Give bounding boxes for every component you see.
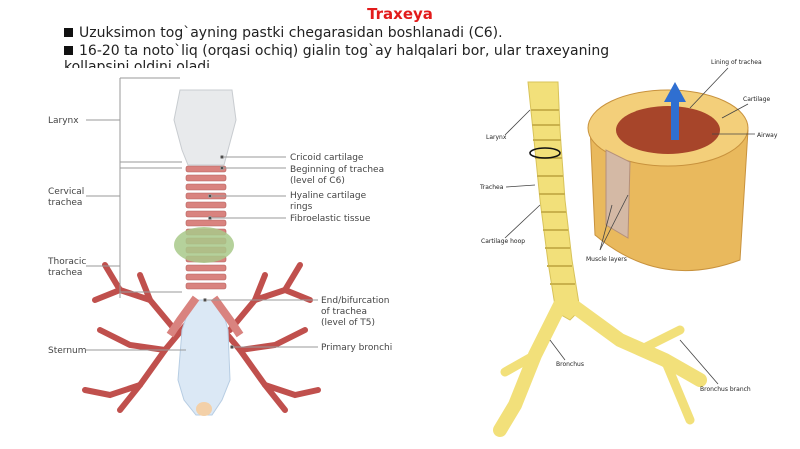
left-bracket xyxy=(86,77,186,351)
larynx-shape xyxy=(173,89,237,166)
label-cartilage: Cartilage xyxy=(743,96,771,103)
label-larynx: Larynx xyxy=(48,116,79,126)
bullet-1: Uzuksimon tog`ayning pastki chegarasidan… xyxy=(64,25,503,41)
label-thoracic-2: trachea xyxy=(48,268,82,278)
label-hyaline-1: Hyaline cartilage xyxy=(290,191,367,201)
trachea-anatomy-figure: Larynx Cervical trachea Thoracic trachea… xyxy=(47,77,392,416)
trachea-cutaway xyxy=(587,89,749,272)
label-cervical-2: trachea xyxy=(48,198,82,208)
label-bronchus: Bronchus xyxy=(556,361,584,368)
label-muscle-layers: Muscle layers xyxy=(586,256,627,263)
bullet-square-icon xyxy=(64,28,73,37)
label-fibro: Fibroelastic tissue xyxy=(290,214,371,224)
label-beginning-2: (level of C6) xyxy=(290,176,345,186)
label-primary-bronchi: Primary bronchi xyxy=(321,343,392,353)
xiphoid-process xyxy=(196,402,212,416)
bullet-2-text: 16-20 ta noto`liq (orqasi ochiq) gialin … xyxy=(79,43,610,59)
trachea-cutaway-figure: Lining of trachea Cartilage Airway Laryn… xyxy=(479,59,778,437)
label-cartilage-hoop: Cartilage hoop xyxy=(481,238,525,245)
slide-title: Traxeya xyxy=(367,5,433,23)
label-lining: Lining of trachea xyxy=(711,59,762,66)
label-bronchus-branch: Bronchus branch xyxy=(700,386,751,393)
label-bifurcation-1: End/bifurcation xyxy=(321,296,389,306)
bullet-2: 16-20 ta noto`liq (orqasi ochiq) gialin … xyxy=(64,43,609,59)
right-pointers xyxy=(203,155,318,349)
thyroid-gland xyxy=(174,227,234,263)
label-bifurcation-3: (level of T5) xyxy=(321,318,375,328)
label-trachea-right: Trachea xyxy=(479,184,504,191)
label-thoracic-1: Thoracic xyxy=(47,257,86,267)
bullet-3-clipped: kollapsini oldini oladi xyxy=(64,59,210,68)
label-airway: Airway xyxy=(757,132,778,139)
bullet-1-text: Uzuksimon tog`ayning pastki chegarasidan… xyxy=(79,25,503,41)
label-bifurcation-2: of trachea xyxy=(321,307,367,317)
bullet-3-text: kollapsini oldini oladi xyxy=(64,59,211,68)
label-hyaline-2: rings xyxy=(290,202,313,212)
label-cricoid: Cricoid cartilage xyxy=(290,153,364,163)
label-larynx-right: Larynx xyxy=(486,134,507,141)
airflow-arrow-icon xyxy=(664,82,686,140)
label-sternum: Sternum xyxy=(48,346,87,356)
cartilage-hoop-marker xyxy=(529,147,561,159)
label-beginning-1: Beginning of trachea xyxy=(290,165,384,175)
label-cervical-1: Cervical xyxy=(48,187,84,197)
bullet-square-icon xyxy=(64,46,73,55)
trachea-tube xyxy=(493,81,707,437)
